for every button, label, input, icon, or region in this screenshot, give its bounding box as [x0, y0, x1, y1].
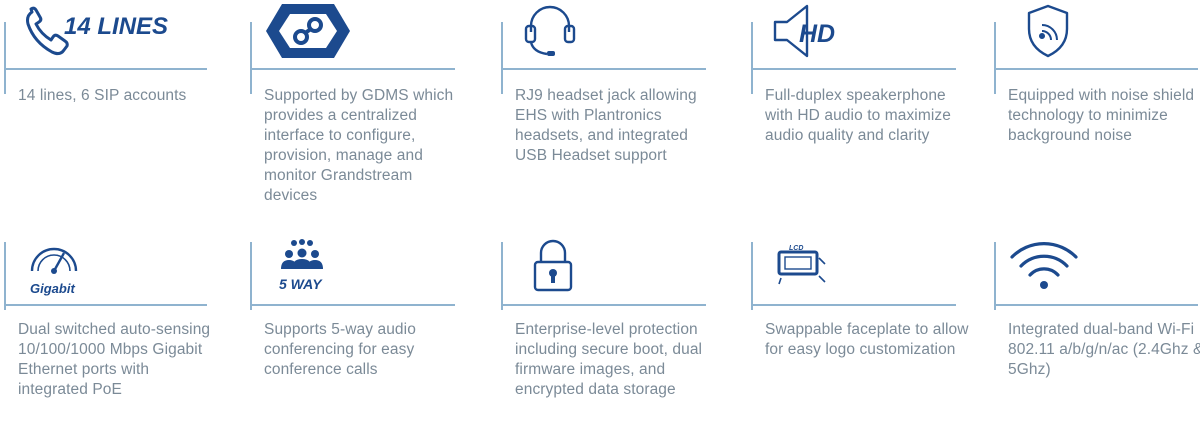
svg-text:Gigabit: Gigabit: [30, 281, 75, 296]
feature-description: Supported by GDMS which provides a centr…: [264, 87, 454, 204]
feature-description: Integrated dual-band Wi-Fi 802.11 a/b/g/…: [1008, 321, 1200, 378]
divider-vertical: [751, 242, 753, 310]
gigabit-gauge-icon: Gigabit: [26, 236, 86, 298]
wifi-icon: [1008, 234, 1080, 296]
faceplate-lcd-icon: LCD: [775, 234, 831, 296]
divider-horizontal: [4, 68, 207, 70]
feature-gdms: Supported by GDMS which provides a centr…: [250, 0, 480, 204]
svg-text:HD: HD: [799, 20, 835, 48]
headset-icon: [523, 0, 577, 62]
feature-description: Full-duplex speakerphone with HD audio t…: [765, 87, 951, 144]
divider-horizontal: [994, 68, 1198, 70]
divider-horizontal: [751, 68, 956, 70]
svg-text:5 WAY: 5 WAY: [279, 276, 323, 292]
divider-horizontal: [501, 304, 706, 306]
feature-description: 14 lines, 6 SIP accounts: [18, 87, 187, 104]
divider-vertical: [250, 242, 252, 310]
divider-horizontal: [4, 304, 207, 306]
svg-text:LCD: LCD: [789, 245, 803, 252]
lock-icon: [531, 236, 575, 298]
feature-description: Enterprise-level protection including se…: [515, 321, 703, 398]
gdms-logo-icon: [264, 0, 352, 62]
feature-description: Dual switched auto-sensing 10/100/1000 M…: [18, 321, 211, 398]
divider-horizontal: [250, 68, 455, 70]
divider-vertical: [994, 242, 996, 310]
phone-icon: 14 LINES: [22, 0, 212, 62]
feature-hd-audio: HD Full-duplex speakerphone with HD audi…: [751, 0, 981, 200]
feature-gigabit: Gigabit Dual switched auto-sensing 10/10…: [4, 232, 234, 432]
feature-description: RJ9 headset jack allowing EHS with Plant…: [515, 87, 697, 164]
divider-vertical: [994, 22, 996, 94]
feature-headset: RJ9 headset jack allowing EHS with Plant…: [501, 0, 731, 200]
hd-speaker-icon: HD: [771, 0, 851, 62]
divider-vertical: [751, 22, 753, 94]
divider-horizontal: [751, 304, 956, 306]
feature-security: Enterprise-level protection including se…: [501, 232, 731, 432]
svg-text:14 LINES: 14 LINES: [64, 13, 168, 40]
feature-5-way: 5 WAY Supports 5-way audio conferencing …: [250, 232, 480, 432]
noise-shield-icon: [1024, 0, 1072, 62]
divider-vertical: [4, 242, 6, 310]
feature-wifi: Integrated dual-band Wi-Fi 802.11 a/b/g/…: [994, 232, 1200, 432]
feature-faceplate: LCD Swappable faceplate to allow for eas…: [751, 232, 981, 432]
divider-vertical: [501, 242, 503, 310]
divider-vertical: [4, 22, 6, 94]
conference-icon: 5 WAY: [276, 234, 336, 296]
divider-vertical: [501, 22, 503, 94]
feature-description: Swappable faceplate to allow for easy lo…: [765, 321, 969, 358]
divider-vertical: [250, 22, 252, 94]
divider-horizontal: [250, 304, 455, 306]
divider-horizontal: [501, 68, 706, 70]
feature-description: Equipped with noise shield technology to…: [1008, 87, 1195, 144]
feature-14-lines: 14 LINES 14 lines, 6 SIP accounts: [4, 0, 234, 200]
feature-noise-shield: Equipped with noise shield technology to…: [994, 0, 1200, 200]
feature-description: Supports 5-way audio conferencing for ea…: [264, 321, 416, 378]
divider-horizontal: [994, 304, 1198, 306]
